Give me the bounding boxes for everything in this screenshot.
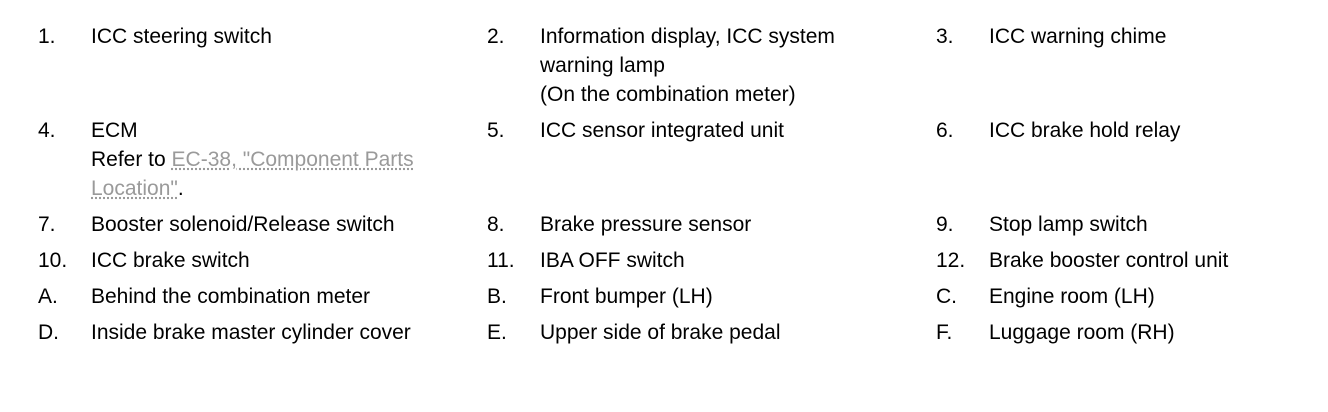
legend-item-c: C. Engine room (LH) [936, 282, 1308, 311]
item-text: Brake pressure sensor [540, 213, 752, 236]
legend-item-10: 10. ICC brake switch [38, 246, 487, 275]
item-number: 8. [487, 213, 505, 236]
item-description: Luggage room (RH) [989, 318, 1308, 347]
item-text: ICC brake switch [91, 249, 250, 272]
legend-item-7: 7. Booster solenoid/Release switch [38, 210, 487, 239]
item-description: Brake booster control unit [989, 246, 1308, 275]
item-number: 11. [487, 249, 515, 272]
item-text: Booster solenoid/Release switch [91, 213, 395, 236]
legend-item-3: 3. ICC warning chime [936, 22, 1308, 109]
item-text: Engine room (LH) [989, 285, 1155, 308]
item-text: Front bumper (LH) [540, 285, 713, 308]
item-number: 2. [487, 25, 505, 48]
item-text: Behind the combination meter [91, 285, 370, 308]
item-text: IBA OFF switch [540, 249, 685, 272]
item-text: Upper side of brake pedal [540, 321, 781, 344]
item-number: 3. [936, 25, 954, 48]
item-number: 6. [936, 119, 954, 142]
item-number: 12. [936, 249, 966, 272]
legend-item-2: 2. Information display, ICC system warni… [487, 22, 936, 109]
item-description: Front bumper (LH) [540, 282, 936, 311]
item-text: ICC steering switch [91, 25, 272, 48]
item-description: Inside brake master cylinder cover [91, 318, 487, 347]
item-number: C. [936, 285, 957, 308]
legend-item-e: E. Upper side of brake pedal [487, 318, 936, 347]
item-text: (On the combination meter) [540, 83, 796, 106]
item-text: ECM [91, 119, 138, 142]
legend-item-9: 9. Stop lamp switch [936, 210, 1308, 239]
legend-item-8: 8. Brake pressure sensor [487, 210, 936, 239]
item-description: Engine room (LH) [989, 282, 1308, 311]
legend-item-a: A. Behind the combination meter [38, 282, 487, 311]
legend-item-4: 4. ECM Refer to EC-38, "Component Parts … [38, 116, 487, 203]
legend-item-d: D. Inside brake master cylinder cover [38, 318, 487, 347]
item-number: 4. [38, 119, 56, 142]
item-description: Stop lamp switch [989, 210, 1308, 239]
item-text: warning lamp [540, 54, 665, 77]
reference-line: Refer to EC-38, "Component Parts Locatio… [91, 145, 487, 203]
item-description: ICC brake switch [91, 246, 487, 275]
item-description: Information display, ICC system warning … [540, 22, 936, 109]
item-number: A. [38, 285, 58, 308]
legend-item-f: F. Luggage room (RH) [936, 318, 1308, 347]
item-text: Stop lamp switch [989, 213, 1148, 236]
item-number: E. [487, 321, 507, 344]
item-text: ICC sensor integrated unit [540, 119, 784, 142]
legend-item-b: B. Front bumper (LH) [487, 282, 936, 311]
item-description: ECM Refer to EC-38, "Component Parts Loc… [91, 116, 487, 203]
legend-item-1: 1. ICC steering switch [38, 22, 487, 109]
item-number: 5. [487, 119, 505, 142]
item-description: ICC brake hold relay [989, 116, 1308, 145]
item-text: Brake booster control unit [989, 249, 1229, 272]
item-text: Information display, ICC system [540, 25, 835, 48]
legend-item-11: 11. IBA OFF switch [487, 246, 936, 275]
item-description: ICC steering switch [91, 22, 487, 51]
item-description: IBA OFF switch [540, 246, 936, 275]
item-text: Luggage room (RH) [989, 321, 1175, 344]
item-description: Booster solenoid/Release switch [91, 210, 487, 239]
legend-item-6: 6. ICC brake hold relay [936, 116, 1308, 203]
reference-suffix: . [177, 177, 184, 200]
item-number: F. [936, 321, 953, 344]
item-description: Behind the combination meter [91, 282, 487, 311]
item-number: 7. [38, 213, 56, 236]
item-number: 10. [38, 249, 68, 272]
item-description: ICC warning chime [989, 22, 1308, 51]
item-description: Brake pressure sensor [540, 210, 936, 239]
component-legend: 1. ICC steering switch 2. Information di… [38, 22, 1308, 347]
legend-item-12: 12. Brake booster control unit [936, 246, 1308, 275]
item-number: 1. [38, 25, 56, 48]
item-text: Inside brake master cylinder cover [91, 321, 411, 344]
reference-prefix: Refer to [91, 148, 172, 171]
reference-link-ec-38[interactable]: EC-38, "Component Parts Location" [91, 148, 414, 200]
item-text: ICC warning chime [989, 25, 1167, 48]
item-number: D. [38, 321, 59, 344]
legend-item-5: 5. ICC sensor integrated unit [487, 116, 936, 203]
item-text: ICC brake hold relay [989, 119, 1181, 142]
item-number: B. [487, 285, 507, 308]
item-number: 9. [936, 213, 954, 236]
item-description: ICC sensor integrated unit [540, 116, 936, 145]
item-description: Upper side of brake pedal [540, 318, 936, 347]
